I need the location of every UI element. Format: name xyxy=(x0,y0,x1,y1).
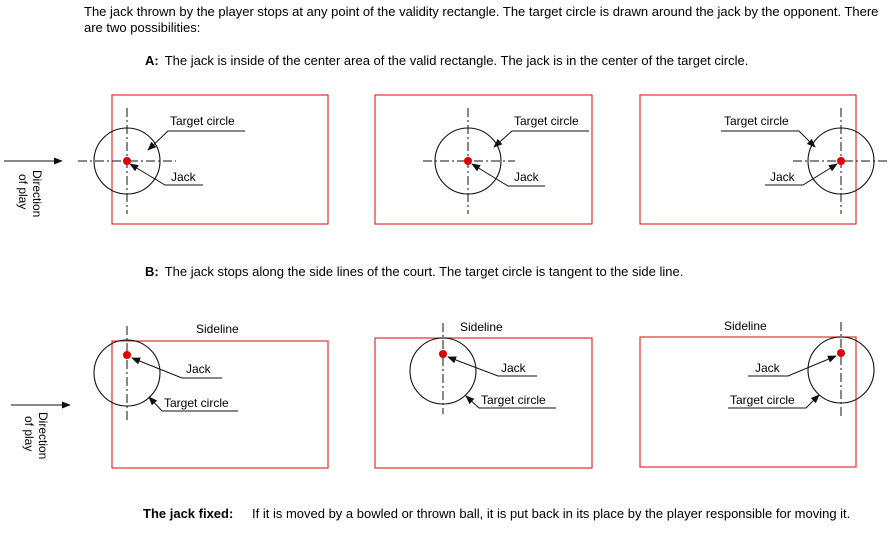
court-rectangle xyxy=(111,340,329,469)
diagram-b-left: Sideline Jack Target circle xyxy=(93,322,329,469)
direction-label-line2: of play xyxy=(22,416,36,451)
jack-ball xyxy=(464,157,472,165)
jack-label: Jack xyxy=(770,170,796,184)
jack-fixed-label: The jack fixed: xyxy=(143,506,234,521)
jack-label: Jack xyxy=(171,170,197,184)
target-circle-leader xyxy=(147,130,245,151)
target-circle-label: Target circle xyxy=(730,393,795,407)
jack-leader xyxy=(131,357,222,379)
target-circle-label: Target circle xyxy=(164,396,229,410)
sideline-label: Sideline xyxy=(724,319,767,333)
direction-label-line1: Direction xyxy=(30,170,44,217)
section-a-label: A: xyxy=(145,53,159,68)
target-circle-label: Target circle xyxy=(514,114,579,128)
jack-leader xyxy=(748,355,837,377)
diagram-a-right: Target circle Jack xyxy=(639,94,888,225)
jack-label: Jack xyxy=(501,361,527,375)
jack-leader xyxy=(471,163,545,187)
section-b-label: B: xyxy=(145,264,159,279)
section-a-heading: A: The jack is inside of the center area … xyxy=(145,53,748,69)
court-rectangle xyxy=(639,94,857,225)
court-rectangle xyxy=(374,337,593,469)
jack-label: Jack xyxy=(755,361,781,375)
sideline-label: Sideline xyxy=(460,320,503,334)
court-rectangle xyxy=(111,94,329,225)
jack-fixed-text: If it is moved by a bowled or thrown bal… xyxy=(252,506,851,521)
section-b-text: The jack stops along the side lines of t… xyxy=(164,264,684,279)
diagram-b-right: Sideline Jack Target circle xyxy=(639,319,875,468)
direction-of-play-b: Direction of play xyxy=(11,401,71,459)
direction-of-play-a: Direction of play xyxy=(4,157,63,217)
jack-ball xyxy=(439,350,447,358)
jack-leader xyxy=(129,163,203,186)
direction-label-line1: Direction xyxy=(36,412,50,459)
jack-ball xyxy=(837,157,845,165)
target-circle-label: Target circle xyxy=(724,114,789,128)
section-a-text: The jack is inside of the center area of… xyxy=(164,53,749,68)
target-circle-leader xyxy=(721,130,816,148)
target-circle-label: Target circle xyxy=(170,114,235,128)
target-circle-leader xyxy=(465,395,556,409)
sideline-label: Sideline xyxy=(196,322,239,336)
diagram-a-left: Target circle Jack xyxy=(78,94,329,225)
jack-ball xyxy=(123,351,131,359)
jack-label: Jack xyxy=(186,362,212,376)
court-rectangle xyxy=(374,94,593,225)
jack-leader xyxy=(447,356,537,377)
intro-text: The jack thrown by the player stops at a… xyxy=(84,4,879,35)
court-rectangle xyxy=(639,336,857,468)
section-b-heading: B: The jack stops along the side lines of… xyxy=(145,264,683,280)
direction-label-line2: of play xyxy=(16,174,30,209)
diagram-a-middle: Target circle Jack xyxy=(374,94,593,225)
target-circle-leader xyxy=(728,394,820,409)
jack-ball xyxy=(837,349,845,357)
diagram-b-middle: Sideline Jack Target circle xyxy=(374,320,593,469)
target-circle-leader xyxy=(493,130,589,148)
jack-ball xyxy=(123,157,131,165)
target-circle-label: Target circle xyxy=(481,393,546,407)
target-circle-leader xyxy=(148,396,238,412)
jack-leader xyxy=(765,163,838,186)
jack-label: Jack xyxy=(514,170,540,184)
